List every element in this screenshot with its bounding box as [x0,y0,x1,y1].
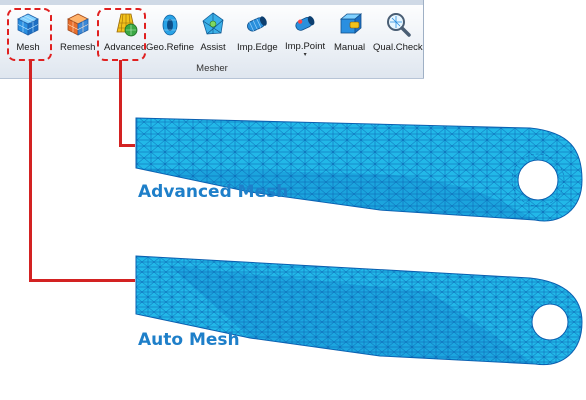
imp-edge-icon [247,16,268,32]
mesh-button-label: Mesh [16,42,40,53]
geo-refine-icon [162,14,178,36]
quality-check-icon [386,13,411,37]
mesher-ribbon: Mesh Remesh Advanced Geo.Refine [0,0,424,79]
imp-point-icon [295,16,315,31]
advanced-button[interactable]: Advanced [104,10,146,58]
remesh-icon [66,13,89,36]
advanced-connector-vertical [119,60,122,147]
qual-check-button[interactable]: Qual.Check [373,10,423,58]
advanced-mesh-title: Advanced Mesh [138,182,289,202]
advanced-button-label: Advanced [104,42,147,53]
mesh-button[interactable]: Mesh [14,10,42,58]
imp-point-dropdown-caret[interactable]: ▾ [303,52,307,58]
imp-point-button[interactable]: Imp.Point ▾ [285,10,325,58]
manual-icon [339,13,362,34]
advanced-mesh-hole [517,159,559,201]
remesh-button-label: Remesh [60,42,96,53]
advanced-highlight-box [97,8,146,61]
auto-mesh-hole [531,303,569,341]
geo-refine-button[interactable]: Geo.Refine [146,10,194,58]
advanced-mesh-model [135,117,583,222]
imp-point-button-label: Imp.Point [285,41,326,52]
auto-mesh-title: Auto Mesh [138,330,240,350]
mesher-group-title: Mesher [196,63,228,74]
manual-button[interactable]: Manual [334,10,365,58]
auto-mesh-model [135,255,583,366]
mesh-connector-horizontal [29,279,135,282]
mesh-cube-icon [17,13,39,36]
assist-button[interactable]: Assist [199,10,227,58]
ribbon-group-separator [423,0,424,78]
assist-icon [202,12,224,35]
imp-edge-button[interactable]: Imp.Edge [237,10,278,58]
ribbon-top-strip [0,0,424,5]
remesh-button[interactable]: Remesh [60,10,95,58]
assist-button-label: Assist [200,42,226,53]
manual-button-label: Manual [334,42,366,53]
advanced-mesh-icon [116,13,138,37]
imp-edge-button-label: Imp.Edge [237,42,278,53]
geo-refine-button-label: Geo.Refine [146,42,195,53]
auto-mesh-view [130,252,586,372]
advanced-mesh-view [130,110,586,230]
qual-check-button-label: Qual.Check [373,42,423,53]
mesh-highlight-box [7,8,52,61]
advanced-connector-horizontal [119,144,135,147]
mesh-connector-vertical [29,60,32,282]
